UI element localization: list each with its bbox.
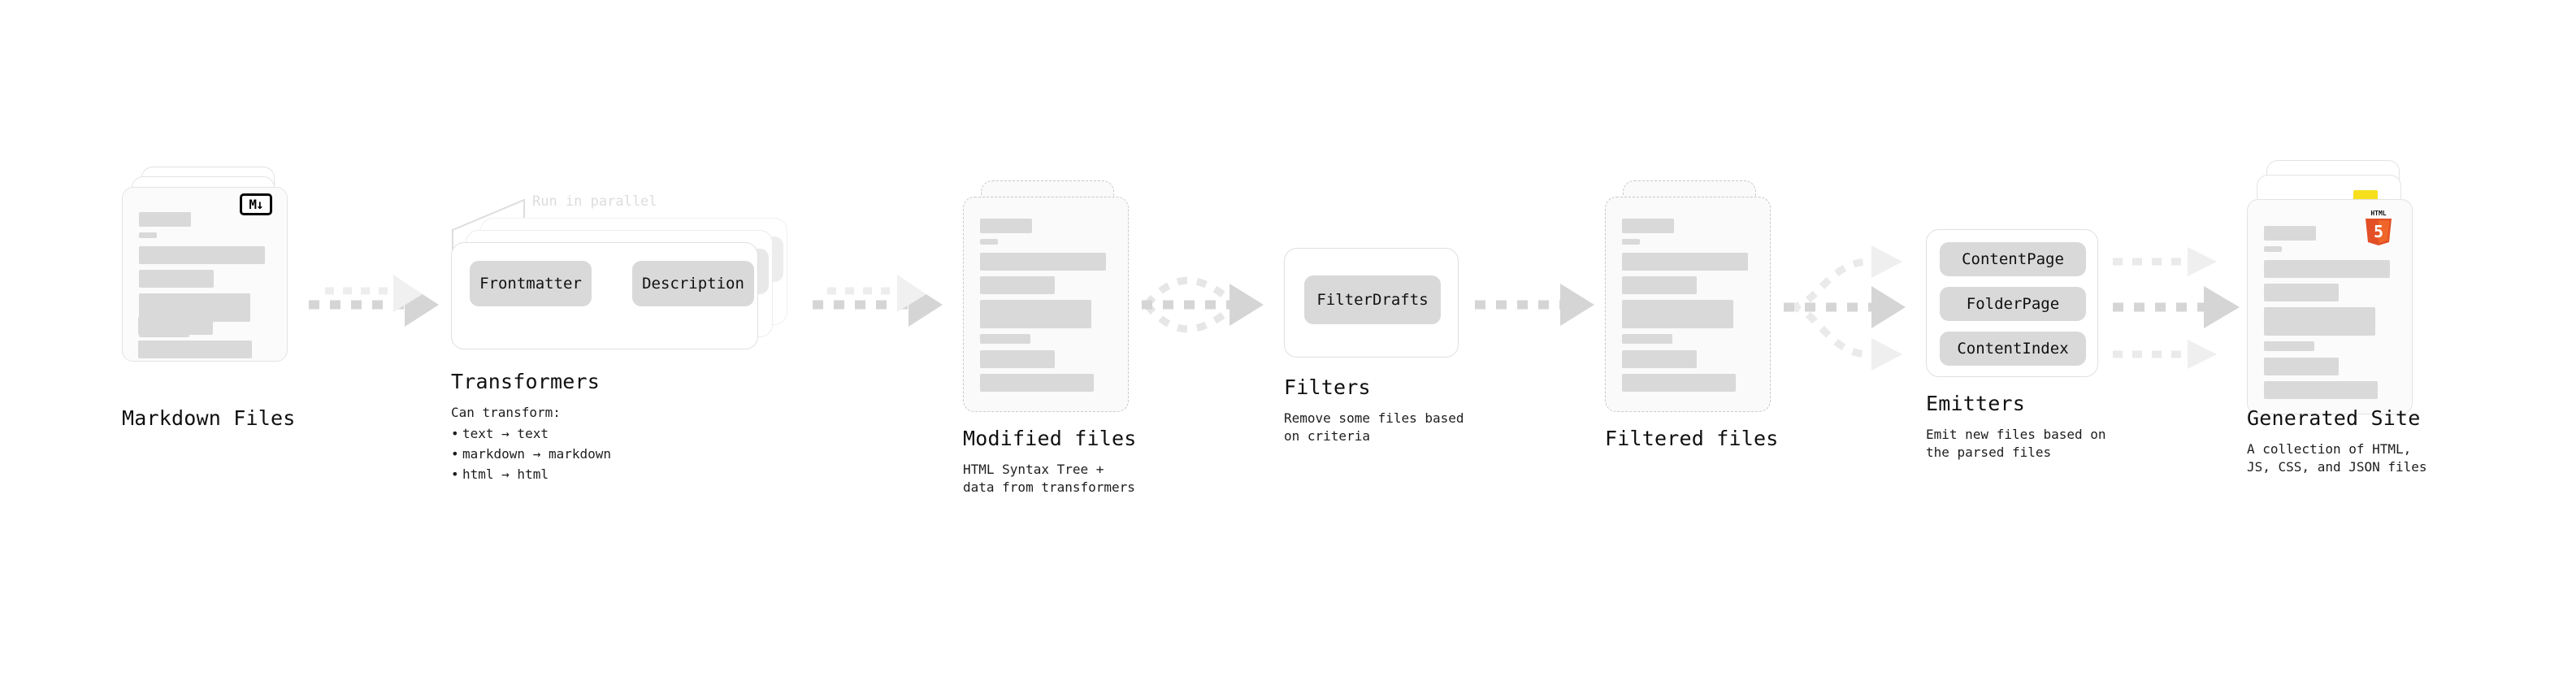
skeleton-bar	[139, 212, 191, 227]
file-card-front: HTML 5	[2247, 199, 2413, 414]
skeleton-bar	[2264, 381, 2378, 399]
emitters-box: ContentPage FolderPage ContentIndex	[1926, 229, 2098, 377]
skeleton-bar	[2264, 307, 2375, 336]
run-in-parallel-label: Run in parallel	[532, 193, 657, 210]
stage-subtitle-line-2: on criteria	[1284, 428, 1370, 444]
skeleton-bar	[2264, 246, 2282, 252]
generated-site-stack: HTML 5	[2247, 160, 2422, 414]
skeleton-bar	[139, 270, 214, 288]
skeleton-bar	[1622, 239, 1640, 245]
stage-title: Emitters	[1926, 392, 2026, 415]
file-card-front	[1605, 197, 1771, 412]
skeleton-bar	[1622, 300, 1733, 328]
connector-filtered-to-emitters	[1784, 245, 1906, 371]
stage-title: Modified files	[963, 427, 1137, 450]
stage-subtitle-line-2: data from transformers	[963, 479, 1135, 495]
stage-subtitle-line-1: HTML Syntax Tree +	[963, 462, 1104, 477]
stage-subtitle-line-2: JS, CSS, and JSON files	[2247, 459, 2427, 475]
filtered-files-labels: Filtered files	[1605, 427, 1779, 451]
transformers-labels: Transformers Can transform: text → text …	[451, 370, 611, 484]
skeleton-bar	[2264, 341, 2314, 351]
skeleton-bar	[1622, 334, 1672, 344]
modified-files-labels: Modified files HTML Syntax Tree + data f…	[963, 427, 1137, 497]
list-item: html → html	[451, 464, 611, 484]
stage-title: Filtered files	[1605, 427, 1779, 450]
file-card-front	[122, 187, 288, 362]
list-item: text → text	[451, 423, 611, 444]
stage-subtitle-line-2: the parsed files	[1926, 445, 2052, 460]
stage-subtitle-line-1: Remove some files based	[1284, 410, 1464, 426]
svg-text:5: 5	[2374, 222, 2383, 241]
skeleton-bar	[1622, 276, 1697, 294]
file-card-front	[963, 197, 1129, 412]
emitter-pill-contentindex[interactable]: ContentIndex	[1940, 332, 2086, 366]
skeleton-bar	[980, 253, 1106, 271]
connector-modified-to-filters	[1142, 276, 1264, 333]
generated-site-labels: Generated Site A collection of HTML, JS,…	[2247, 406, 2427, 476]
skeleton-bar	[980, 300, 1091, 328]
skeleton-bar	[139, 246, 265, 264]
html5-icon: HTML 5	[2366, 210, 2392, 245]
list-item: markdown → markdown	[451, 444, 611, 464]
transformer-pill-frontmatter[interactable]: Frontmatter	[470, 261, 592, 306]
skeleton-bar	[980, 239, 998, 245]
emitter-pill-folderpage[interactable]: FolderPage	[1940, 287, 2086, 321]
parallel-bracket	[452, 198, 525, 257]
skeleton-bar	[980, 350, 1055, 368]
skeleton-bar	[1622, 253, 1748, 271]
connector-markdown-to-transformers	[309, 275, 439, 327]
skeleton-bar	[980, 374, 1094, 392]
connector-emitters-to-site	[2113, 247, 2240, 369]
markdown-badge: M↓	[240, 193, 272, 215]
stage-title: Filters	[1284, 375, 1371, 399]
stage-subtitle-line-1: A collection of HTML,	[2247, 441, 2412, 457]
svg-text:HTML: HTML	[2370, 210, 2386, 217]
skeleton-bar	[2264, 260, 2390, 278]
transform-capability-list: text → text markdown → markdown html → h…	[451, 423, 611, 484]
stage-title: Markdown Files	[122, 406, 296, 430]
connector-transformers-to-modified	[813, 275, 943, 327]
skeleton-bar	[1622, 374, 1736, 392]
filters-labels: Filters Remove some files based on crite…	[1284, 375, 1464, 445]
stage-title: Transformers	[451, 370, 601, 393]
skeleton-bar	[2264, 358, 2339, 375]
transformer-box-front: Frontmatter Description	[451, 242, 758, 349]
skeleton-bar	[980, 276, 1055, 294]
stage-title: Generated Site	[2247, 406, 2421, 430]
filtered-file-stack	[1605, 180, 1780, 416]
skeleton-bar	[2264, 226, 2316, 241]
skeleton-bar	[1622, 350, 1697, 368]
transformer-pill-description[interactable]: Description	[632, 261, 754, 306]
stage-subtitle: Can transform:	[451, 405, 561, 420]
stage-subtitle-line-1: Emit new files based on	[1926, 427, 2106, 442]
connector-filters-to-filtered	[1475, 284, 1594, 326]
modified-file-stack	[963, 180, 1138, 416]
markdown-files-labels: Markdown Files	[122, 406, 296, 431]
markdown-file-stack: M↓	[122, 167, 293, 378]
filter-pill-filterdrafts[interactable]: FilterDrafts	[1304, 275, 1441, 324]
skeleton-bar	[980, 219, 1032, 233]
skeleton-bar	[1622, 219, 1674, 233]
filters-box: FilterDrafts	[1284, 248, 1459, 358]
emitter-pill-contentpage[interactable]: ContentPage	[1940, 242, 2086, 276]
emitters-labels: Emitters Emit new files based on the par…	[1926, 392, 2106, 462]
skeleton-bar	[2264, 284, 2339, 301]
skeleton-bar	[139, 232, 157, 238]
skeleton-bar	[980, 334, 1030, 344]
